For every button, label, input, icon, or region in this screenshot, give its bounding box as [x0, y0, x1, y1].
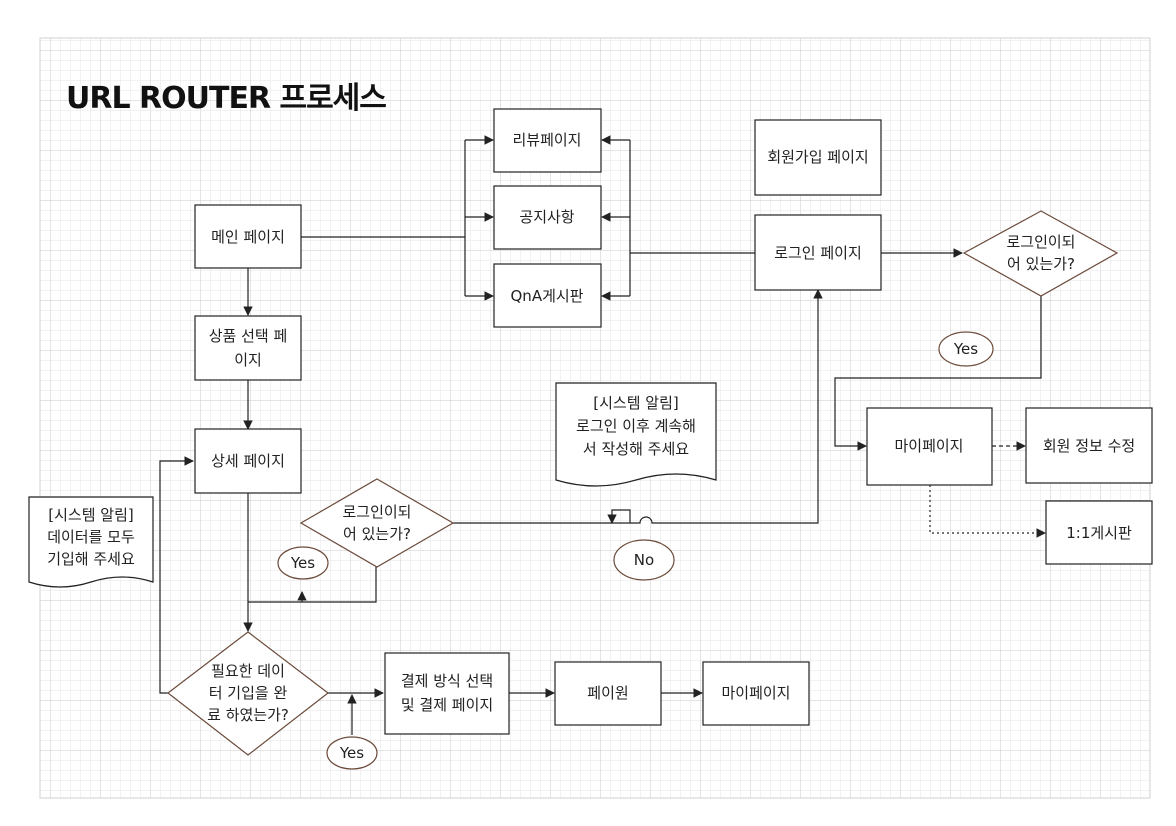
node-payment-select[interactable] — [384, 652, 510, 735]
label-main: 메인 페이지 — [211, 228, 285, 246]
node-mypage-right[interactable] — [866, 407, 993, 486]
label-member-edit: 회원 정보 수정 — [1043, 437, 1135, 455]
connector-small-loop — [607, 509, 631, 524]
label-yes-top — [938, 331, 994, 367]
connector-no-to-login — [453, 289, 823, 524]
label-signup: 회원가입 페이지 — [767, 148, 868, 166]
label-yes-top: Yes — [953, 340, 978, 358]
node-main[interactable] — [194, 204, 302, 269]
node-qna[interactable] — [493, 263, 602, 328]
label-qna: QnA게시판 — [511, 287, 584, 305]
connector-yes-to-mypage — [834, 296, 1042, 451]
node-review[interactable] — [493, 108, 602, 173]
label-one-on-one: 1:1게시판 — [1066, 524, 1132, 542]
label-no-mid — [613, 539, 675, 581]
connector-mypage-to-qna — [929, 485, 1046, 538]
label-mypage-right: 마이페이지 — [894, 437, 963, 455]
node-product-select[interactable] — [194, 315, 302, 381]
label-payone: 페이원 — [587, 684, 628, 702]
connectors — [159, 135, 1046, 735]
node-login-check-top[interactable] — [962, 210, 1119, 297]
node-one-on-one[interactable] — [1045, 500, 1153, 565]
node-member-edit[interactable] — [1025, 407, 1153, 484]
connector-back-to-detail — [159, 456, 194, 694]
node-notice[interactable] — [493, 185, 602, 250]
node-shapes — [28, 108, 1153, 770]
connector-yes-to-datacheck — [248, 567, 377, 603]
node-login[interactable] — [754, 214, 882, 291]
label-yes-mid — [277, 546, 329, 580]
label-detail: 상세 페이지 — [211, 452, 285, 470]
node-login-check-mid[interactable] — [299, 478, 455, 568]
label-yes-bottom — [326, 736, 378, 770]
node-alert-login — [555, 382, 717, 487]
label-yes-mid: Yes — [290, 554, 315, 572]
label-yes-bottom: Yes — [339, 744, 364, 762]
node-data-check[interactable] — [167, 631, 329, 756]
label-login: 로그인 페이지 — [774, 244, 862, 262]
label-no-mid: No — [634, 551, 654, 569]
node-detail[interactable] — [194, 428, 302, 494]
diagram-title: URL ROUTER 프로세스 — [66, 81, 386, 116]
label-mypage-bottom: 마이페이지 — [721, 684, 790, 702]
node-payone[interactable] — [554, 661, 662, 726]
label-review: 리뷰페이지 — [512, 131, 581, 149]
node-mypage-bottom[interactable] — [702, 661, 810, 726]
node-alert-data — [28, 496, 154, 588]
node-signup[interactable] — [754, 119, 882, 196]
label-notice: 공지사항 — [519, 208, 574, 226]
